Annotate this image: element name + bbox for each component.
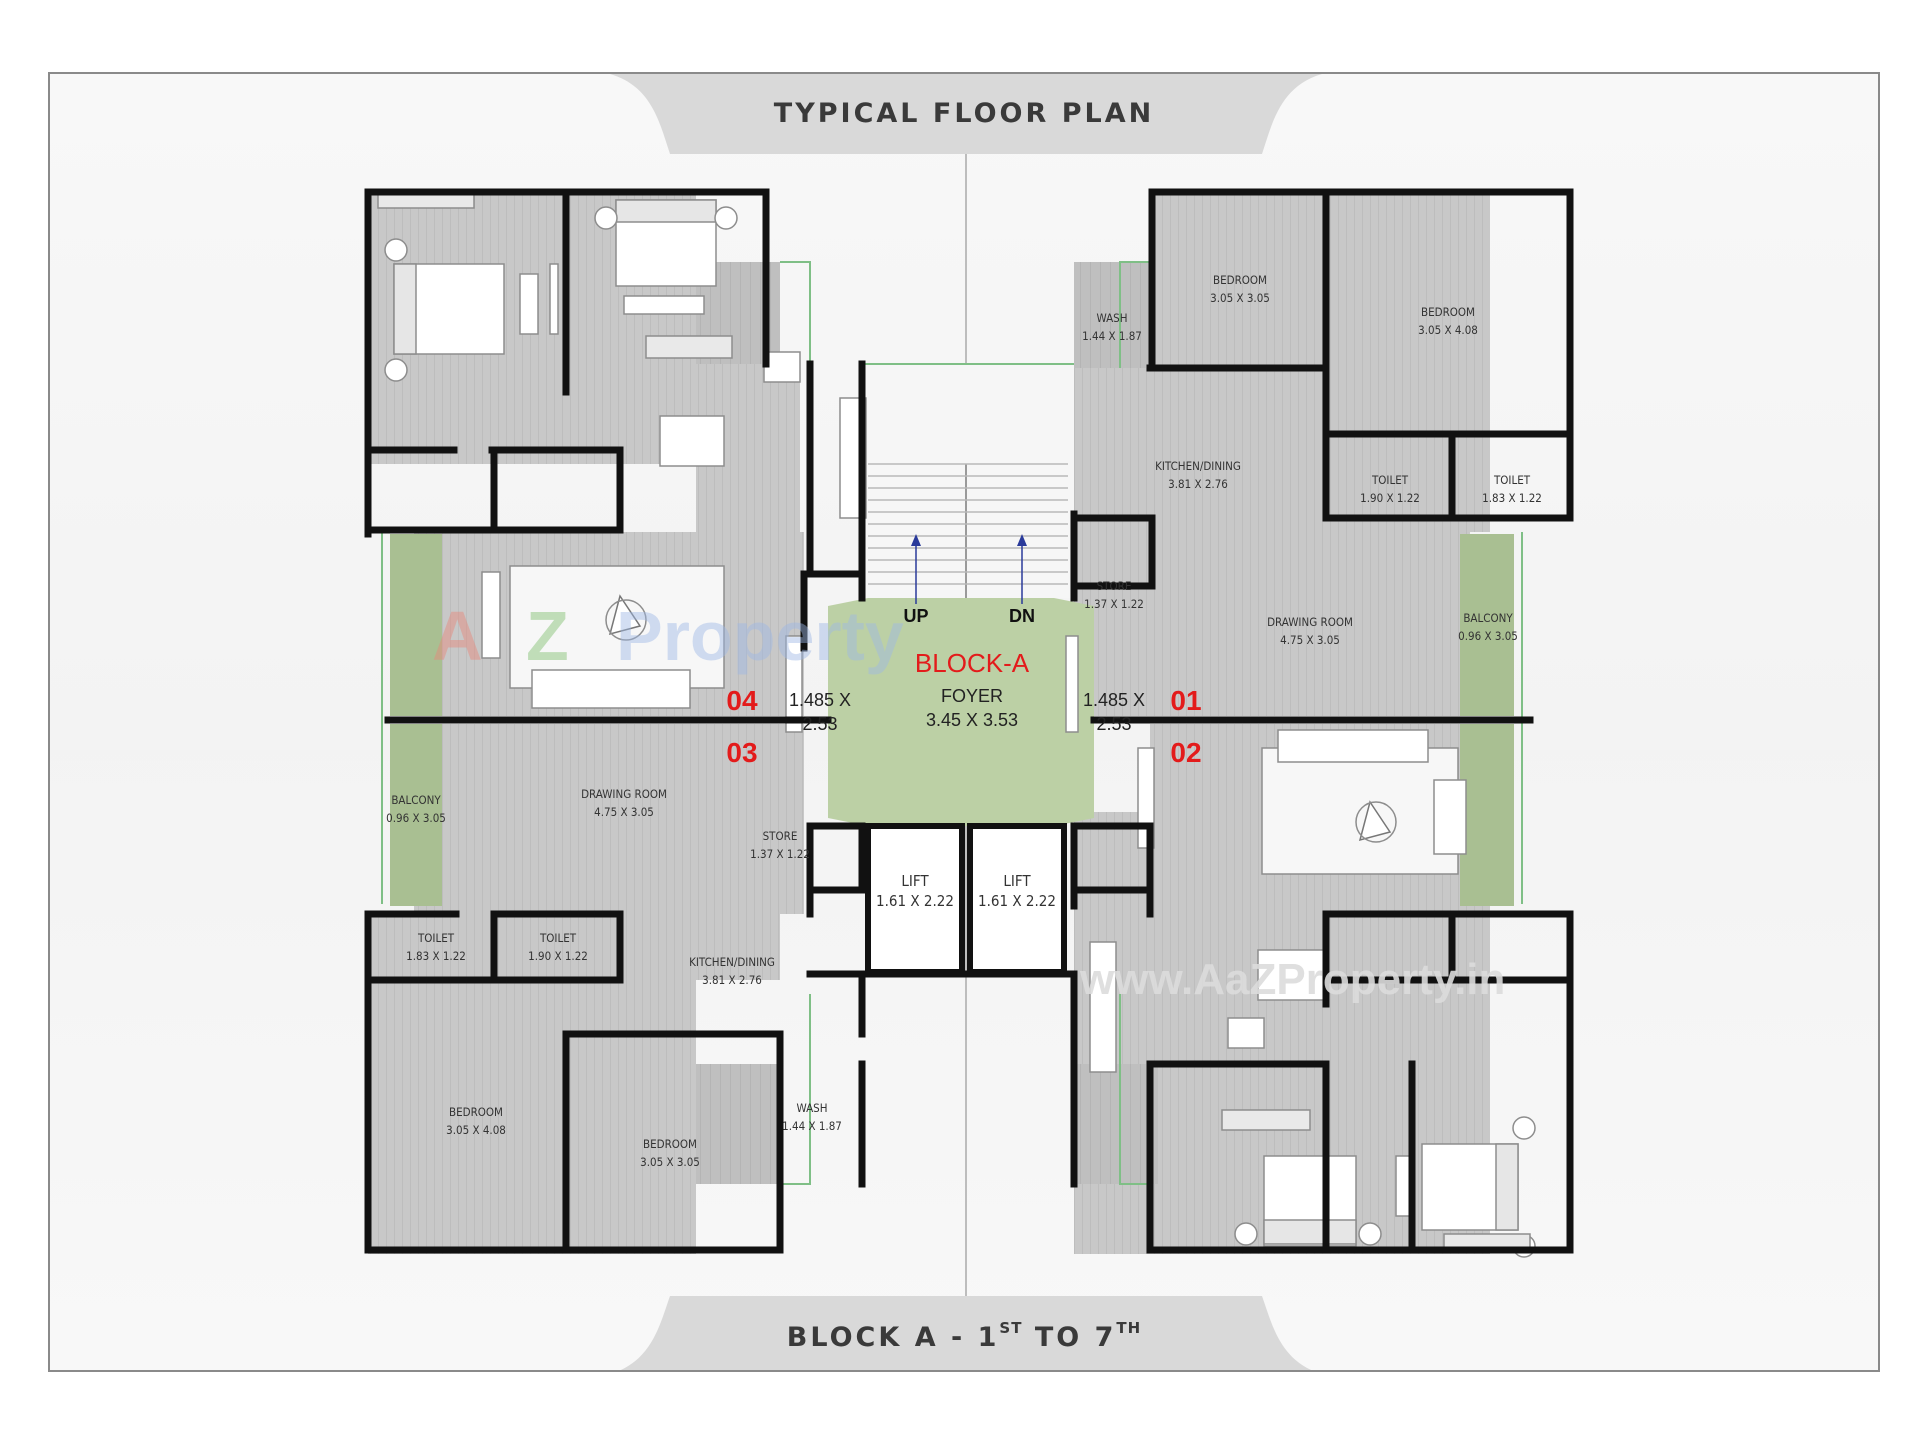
- plan-title: TYPICAL FLOOR PLAN: [773, 98, 1155, 129]
- floor-plan-drawing: BEDROOM 3.05 X 3.05 BEDROOM 3.05 X 4.08 …: [364, 154, 1574, 1296]
- balcony-04: [390, 534, 442, 716]
- bedroom-01a-label: BEDROOM: [1213, 273, 1267, 287]
- stair-up-label: UP: [903, 606, 928, 626]
- unit-01-number: 01: [1170, 685, 1201, 716]
- bedroom-03b-label: BEDROOM: [643, 1137, 697, 1151]
- toilet-01a-label: TOILET: [1371, 473, 1409, 487]
- lift-1-label: LIFT: [901, 872, 929, 890]
- bedroom-01b-size: 3.05 X 4.08: [1418, 323, 1478, 337]
- bedroom-01b-label: BEDROOM: [1421, 305, 1475, 319]
- drawing-03-size: 4.75 X 3.05: [594, 805, 654, 819]
- floor-plan-sheet: TYPICAL FLOOR PLAN BLOCK A - 1ST TO 7TH: [48, 72, 1880, 1372]
- walls: [364, 188, 1574, 1254]
- top-banner: [610, 74, 1322, 154]
- floors: [368, 192, 1514, 1254]
- unit-04-number: 04: [726, 685, 758, 716]
- balcony-01-size: 0.96 X 3.05: [1458, 629, 1518, 643]
- lift-2-size: 1.61 X 2.22: [978, 892, 1056, 910]
- kitchen-03-label: KITCHEN/DINING: [689, 955, 775, 969]
- toilet-03a-label: TOILET: [417, 931, 455, 945]
- drawing-01-label: DRAWING ROOM: [1267, 615, 1353, 629]
- block-floor-caption: BLOCK A - 1ST TO 7TH: [786, 1319, 1142, 1353]
- balcony-01-label: BALCONY: [1463, 611, 1513, 625]
- bedroom-03b-size: 3.05 X 3.05: [640, 1155, 700, 1169]
- store-03-size: 1.37 X 1.22: [750, 847, 810, 861]
- lift-2-label: LIFT: [1003, 872, 1031, 890]
- balcony-02: [1460, 724, 1514, 906]
- svg-text:Z: Z: [526, 597, 569, 675]
- drawing-01-size: 4.75 X 3.05: [1280, 633, 1340, 647]
- lobby-right-size-2: 2.53: [1096, 714, 1131, 734]
- toilet-03b-size: 1.90 X 1.22: [528, 949, 588, 963]
- foyer-floor: [828, 598, 1094, 826]
- lift-2: [967, 823, 1067, 975]
- store-01-label: STORE: [1097, 579, 1132, 593]
- lift-1: [865, 823, 965, 975]
- watermark-site: www.AaZProperty.in: [1079, 955, 1505, 1004]
- wash-01-size: 1.44 X 1.87: [1082, 329, 1142, 343]
- kitchen-01-label: KITCHEN/DINING: [1155, 459, 1241, 473]
- wash-01-label: WASH: [1096, 311, 1127, 325]
- kitchen-01-size: 3.81 X 2.76: [1168, 477, 1228, 491]
- foyer-size: 3.45 X 3.53: [926, 710, 1018, 730]
- store-01-size: 1.37 X 1.22: [1084, 597, 1144, 611]
- toilet-03a-size: 1.83 X 1.22: [406, 949, 466, 963]
- lobby-left-size-1: 1.485 X: [789, 690, 851, 710]
- foyer-label: FOYER: [941, 686, 1003, 706]
- svg-text:Property: Property: [616, 597, 904, 675]
- balcony-03-label: BALCONY: [391, 793, 441, 807]
- banner-shapes: [610, 74, 1322, 1370]
- toilet-01a-size: 1.90 X 1.22: [1360, 491, 1420, 505]
- unit-02-number: 02: [1170, 737, 1201, 768]
- unit-03-number: 03: [726, 737, 757, 768]
- lobby-right-size-1: 1.485 X: [1083, 690, 1145, 710]
- bottom-banner: [620, 1296, 1312, 1370]
- furniture: [377, 193, 1536, 1258]
- svg-text:A: A: [432, 597, 483, 675]
- toilet-01b-label: TOILET: [1493, 473, 1531, 487]
- bedroom-03a-label: BEDROOM: [449, 1105, 503, 1119]
- store-03-label: STORE: [763, 829, 798, 843]
- staircase: [862, 363, 1074, 604]
- drawing-03-label: DRAWING ROOM: [581, 787, 667, 801]
- lift-1-size: 1.61 X 2.22: [876, 892, 954, 910]
- toilet-01b-size: 1.83 X 1.22: [1482, 491, 1542, 505]
- bedroom-03a-size: 3.05 X 4.08: [446, 1123, 506, 1137]
- toilet-03b-label: TOILET: [539, 931, 577, 945]
- wash-03-label: WASH: [796, 1101, 827, 1115]
- balcony-01: [1460, 534, 1514, 716]
- balcony-03-size: 0.96 X 3.05: [386, 811, 446, 825]
- kitchen-03-size: 3.81 X 2.76: [702, 973, 762, 987]
- lobby-left-size-2: 2.53: [802, 714, 837, 734]
- wash-03-size: 1.44 X 1.87: [782, 1119, 842, 1133]
- bedroom-01a-size: 3.05 X 3.05: [1210, 291, 1270, 305]
- balcony-03: [390, 724, 442, 906]
- stair-dn-label: DN: [1009, 606, 1035, 626]
- watermark-logo: A Z Property: [432, 597, 904, 675]
- block-name: BLOCK-A: [915, 648, 1030, 678]
